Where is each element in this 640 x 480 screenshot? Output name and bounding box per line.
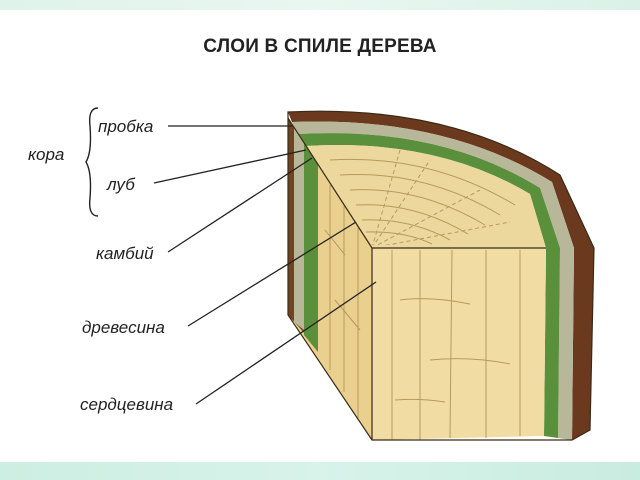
phloem-right-side — [544, 248, 560, 438]
leader-cambium — [167, 157, 313, 253]
wood-top-face — [306, 145, 546, 248]
label-bark: кора — [28, 145, 65, 164]
leader-pith — [195, 281, 377, 405]
leader-wood — [187, 221, 357, 327]
left-face-grain — [324, 185, 361, 418]
front-tangential-face — [372, 248, 546, 440]
cork-left-edge — [294, 127, 304, 330]
leader-phloem — [153, 149, 307, 184]
label-cambium: камбий — [96, 244, 154, 263]
cork-right-side — [558, 248, 574, 440]
bottom-decor-band — [0, 462, 640, 480]
growth-rings — [329, 149, 516, 245]
label-cork: пробка — [98, 117, 154, 136]
block-outline — [287, 110, 595, 441]
label-wood: древесина — [82, 318, 165, 337]
phloem-left-edge — [304, 142, 318, 352]
label-phloem: луб — [107, 175, 135, 194]
label-pith: сердцевина — [80, 395, 174, 414]
top-decor-band — [0, 0, 640, 10]
leader-lines — [153, 125, 377, 405]
front-face-grain — [391, 249, 521, 440]
phloem-top-layer — [298, 133, 560, 248]
diagram-title: СЛОИ В СПИЛЕ ДЕРЕВА — [203, 36, 437, 57]
bark-right-side — [572, 248, 594, 440]
bark-brace — [85, 107, 99, 217]
